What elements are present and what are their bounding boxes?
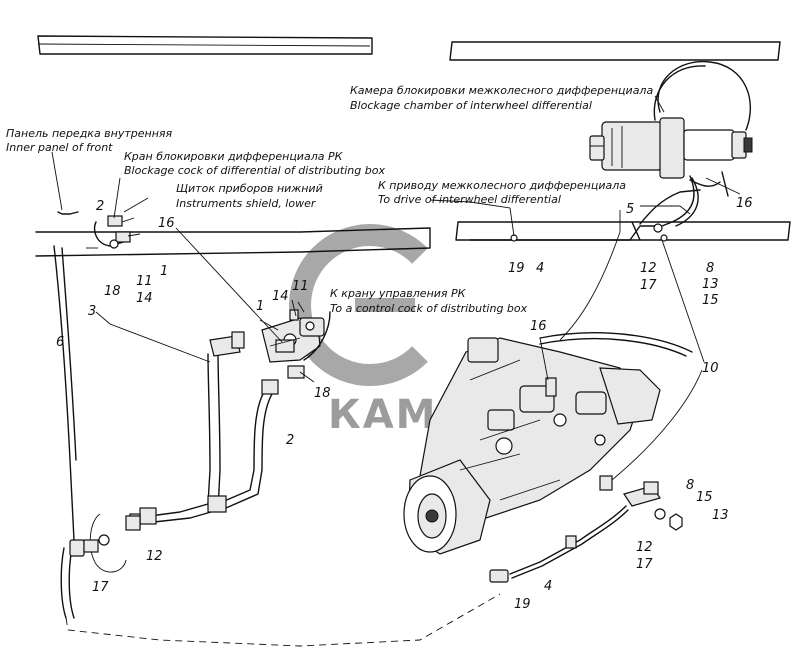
callout-14: 14 bbox=[272, 289, 289, 304]
tube-6 bbox=[53, 245, 77, 541]
callout-17: 17 bbox=[640, 278, 657, 293]
callout-19: 19 bbox=[508, 261, 525, 276]
callout-6: 6 bbox=[56, 335, 64, 350]
callout-8: 8 bbox=[706, 261, 714, 276]
callout-11: 11 bbox=[136, 274, 153, 289]
callout-10: 10 bbox=[702, 361, 719, 376]
callout-13: 13 bbox=[712, 508, 729, 523]
callout-15: 15 bbox=[696, 490, 713, 505]
dashed-connection bbox=[65, 593, 501, 647]
caption-control-cock-en: To a control cock of distributing box bbox=[330, 302, 528, 315]
callout-17: 17 bbox=[636, 557, 653, 572]
tube-3 bbox=[129, 331, 245, 529]
tube-4-upper bbox=[469, 223, 668, 242]
inner-panel-front bbox=[35, 35, 431, 257]
caption-control-cock-ru: К крану управления РК bbox=[330, 287, 467, 300]
caption-blockage-cock-en: Blockage cock of differential of distrib… bbox=[124, 164, 385, 177]
cock-assembly bbox=[261, 309, 325, 379]
transfer-case bbox=[403, 332, 693, 555]
caption-inner-panel-ru: Панель передка внутренняя bbox=[6, 127, 173, 140]
tube-2 bbox=[207, 379, 279, 513]
callout-18: 18 bbox=[314, 386, 331, 401]
callout-1: 1 bbox=[160, 264, 168, 279]
callout-19: 19 bbox=[514, 597, 531, 612]
callout-16: 16 bbox=[530, 319, 547, 334]
callout-12: 12 bbox=[146, 549, 163, 564]
caption-inner-panel-en: Inner panel of front bbox=[6, 141, 113, 154]
callout-15: 15 bbox=[702, 293, 719, 308]
caption-blockage-cock-ru: Кран блокировки дифференциала РК bbox=[124, 150, 344, 163]
callout-2: 2 bbox=[286, 433, 294, 448]
caption-instruments-shield-ru: Щиток приборов нижний bbox=[176, 182, 323, 195]
callout-8: 8 bbox=[686, 478, 694, 493]
callout-4: 4 bbox=[536, 261, 544, 276]
callout-5: 5 bbox=[626, 202, 634, 217]
caption-drive-en: To drive of interwheel differential bbox=[378, 193, 561, 206]
callout-4: 4 bbox=[544, 579, 552, 594]
fitting-cluster-top-left bbox=[57, 211, 141, 249]
callout-11: 11 bbox=[292, 279, 309, 294]
callout-14: 14 bbox=[136, 291, 153, 306]
caption-instruments-shield-en: Instruments shield, lower bbox=[176, 197, 317, 210]
blockage-chamber bbox=[589, 60, 753, 197]
frame-panel-right bbox=[449, 41, 791, 241]
callout-13: 13 bbox=[702, 277, 719, 292]
callout-16: 16 bbox=[158, 216, 175, 231]
callout-numbers: 2 16 1 11 14 18 3 6 14 11 1 18 2 12 17 5… bbox=[56, 196, 753, 612]
callout-12: 12 bbox=[636, 540, 653, 555]
caption-chamber-en: Blockage chamber of interwheel different… bbox=[350, 99, 592, 112]
hose-to-control-cock bbox=[303, 311, 331, 361]
callout-12: 12 bbox=[640, 261, 657, 276]
callout-3: 3 bbox=[88, 304, 96, 319]
callout-2: 2 bbox=[96, 199, 104, 214]
chamber-hose bbox=[661, 175, 699, 227]
fittings-bottom-left bbox=[60, 513, 141, 619]
callout-16: 16 bbox=[736, 196, 753, 211]
caption-chamber-ru: Камера блокировки межколесного дифференц… bbox=[350, 84, 653, 97]
callout-18: 18 bbox=[104, 284, 121, 299]
callout-1: 1 bbox=[256, 299, 264, 314]
leader-lines bbox=[51, 95, 741, 481]
fittings-right bbox=[489, 475, 683, 583]
caption-drive-ru: К приводу межколесного дифференциала bbox=[378, 179, 626, 192]
callout-17: 17 bbox=[92, 580, 109, 595]
